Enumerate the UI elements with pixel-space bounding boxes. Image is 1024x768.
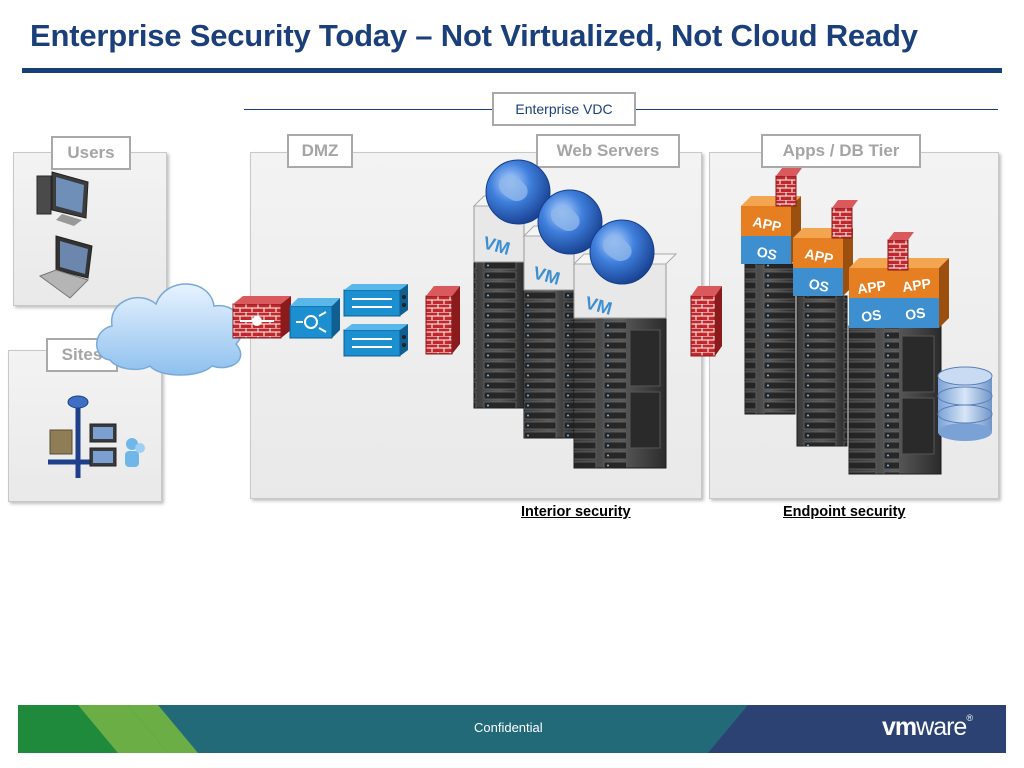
- firewall-icon: [887, 232, 914, 271]
- server-rack-icon: [796, 295, 848, 447]
- dmz-zone-label: DMZ: [287, 134, 353, 168]
- os-label-2: OS: [807, 275, 830, 295]
- web-servers-zone-label: Web Servers: [536, 134, 680, 168]
- app-os-block-3: [849, 258, 949, 328]
- enterprise-vdc-label: Enterprise VDC: [492, 92, 636, 126]
- globe-icon: [537, 189, 603, 255]
- firewall-icon: [831, 200, 858, 239]
- title-rule: [22, 68, 1002, 73]
- endpoint-security-caption: Endpoint security: [783, 504, 906, 520]
- app-label-1: APP: [751, 213, 782, 235]
- switch-icon: [343, 284, 408, 317]
- vmware-logo-ware: ware: [916, 713, 967, 741]
- cloud-icon: [96, 283, 244, 376]
- users-zone-label: Users: [51, 136, 131, 170]
- network-site-icon: [48, 395, 145, 478]
- app-label-2: APP: [803, 245, 834, 267]
- confidential-label: Confidential: [474, 720, 543, 735]
- globe-icon: [485, 159, 551, 225]
- laptop-icon: [38, 235, 93, 299]
- os-label-1: OS: [755, 243, 778, 263]
- diagram-graphics: VM VM VM: [36, 159, 993, 478]
- switch-icon: [343, 324, 408, 357]
- server-rack-icon: [848, 325, 942, 475]
- vmware-logo-registered: ®: [966, 713, 973, 723]
- server-rack-icon: [472, 195, 536, 409]
- database-icon: [937, 366, 993, 441]
- firewall-icon: [425, 286, 460, 355]
- slide-title: Enterprise Security Today – Not Virtuali…: [30, 18, 918, 53]
- footer-band: [18, 705, 1006, 753]
- os-label-3: OS: [860, 306, 882, 325]
- vdc-line-right: [634, 109, 998, 110]
- globe-icon: [589, 219, 655, 285]
- server-rack-icon: [572, 253, 678, 469]
- router-icon: [289, 298, 340, 339]
- vmware-logo-vm: vm: [882, 713, 917, 741]
- firewall-router-icon: [232, 296, 291, 339]
- firewall-icon: [690, 286, 722, 357]
- vmware-logo: vmware®: [882, 713, 973, 742]
- server-rack-icon: [744, 263, 796, 415]
- vdc-line-left: [244, 109, 492, 110]
- firewall-icon: [775, 168, 802, 207]
- os-label-4: OS: [904, 304, 926, 323]
- interior-security-caption: Interior security: [521, 504, 631, 520]
- app-label-3: APP: [856, 277, 887, 297]
- desktop-computer-icon: [36, 171, 89, 226]
- app-label-4: APP: [901, 275, 932, 295]
- apps-db-zone-label: Apps / DB Tier: [761, 134, 921, 168]
